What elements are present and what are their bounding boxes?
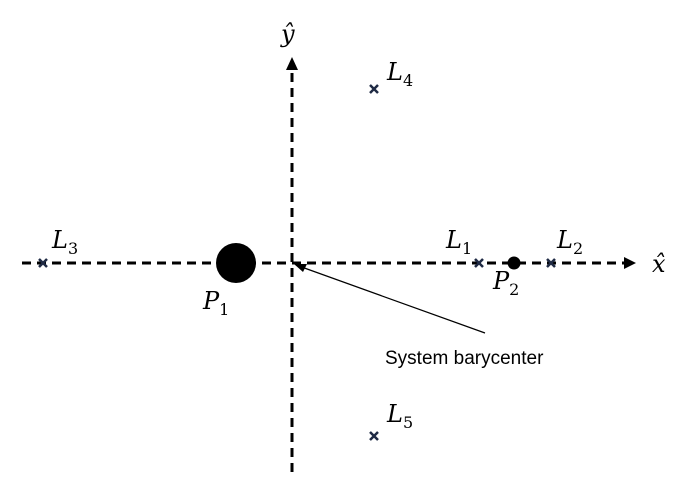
lagrange-point-l1 bbox=[474, 258, 484, 268]
lagrange-label-l4: L4 bbox=[386, 58, 413, 90]
barycenter-label: System barycenter bbox=[385, 348, 544, 369]
x-axis-label: x̂ bbox=[652, 250, 666, 278]
secondary-body-label: P2 bbox=[492, 267, 519, 299]
lagrange-point-l5 bbox=[369, 431, 379, 441]
lagrange-label-l1: L1 bbox=[445, 226, 472, 258]
barycenter-pointer-arrow bbox=[295, 264, 486, 334]
y-axis-label: ŷ bbox=[280, 20, 295, 48]
lagrange-point-l3 bbox=[38, 258, 48, 268]
barycenter-pointer-arrowhead bbox=[294, 264, 307, 272]
lagrange-point-l4 bbox=[369, 84, 379, 94]
lagrange-point-l2 bbox=[546, 258, 556, 268]
y-axis-arrowhead bbox=[286, 57, 298, 70]
lagrange-label-l3: L3 bbox=[51, 226, 78, 258]
lagrange-label-l2: L2 bbox=[556, 226, 583, 258]
x-axis-arrowhead bbox=[624, 257, 636, 269]
primary-body bbox=[216, 243, 256, 283]
primary-body-label: P1 bbox=[202, 287, 229, 319]
lagrange-label-l5: L5 bbox=[386, 400, 413, 432]
secondary-body bbox=[507, 256, 521, 270]
